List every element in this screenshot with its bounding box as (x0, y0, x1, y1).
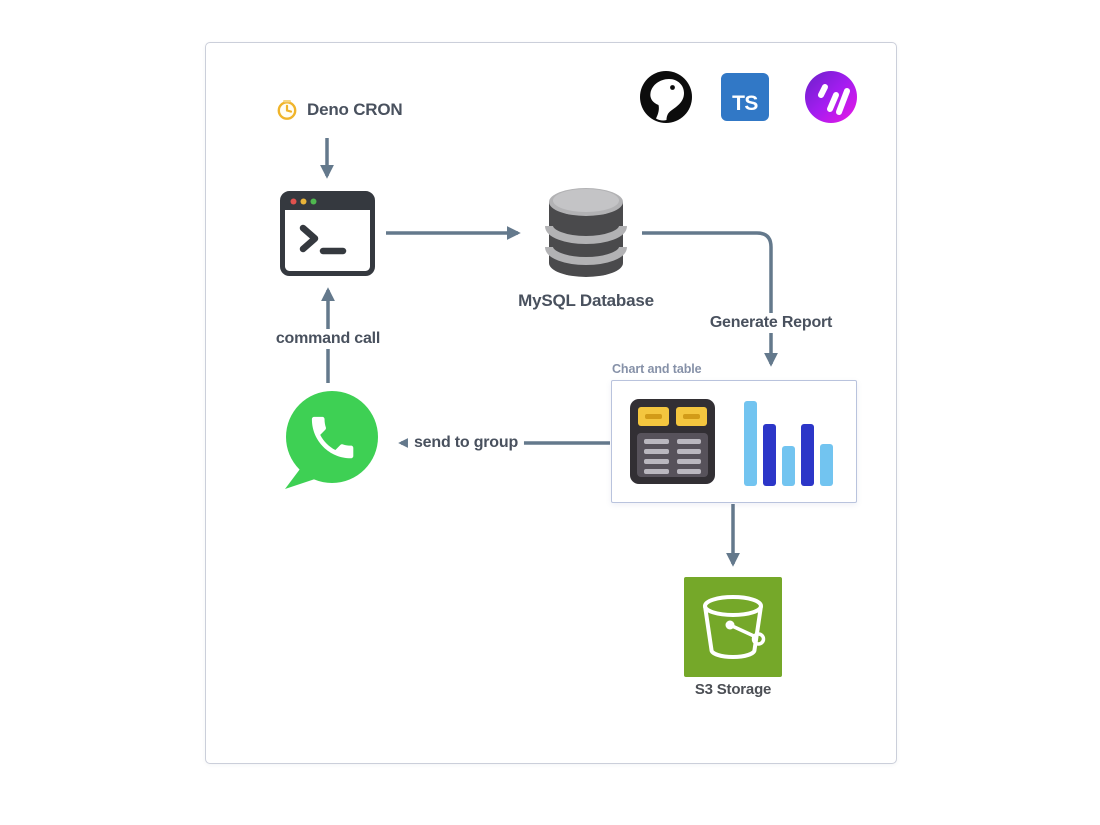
typescript-logo-text: TS (732, 92, 758, 115)
deno-cron-node: Deno CRON (276, 98, 403, 121)
whatsapp-icon (280, 389, 380, 491)
send-to-group-label: send to group (407, 433, 525, 453)
deno-cron-label: Deno CRON (307, 99, 403, 119)
table-icon (630, 399, 715, 484)
mysql-database-label: MySQL Database (518, 291, 654, 310)
deno-dinosaur-logo (640, 71, 692, 123)
table-header-cell (638, 407, 669, 426)
database-cylinder-icon (545, 186, 627, 280)
wwebjs-logo (805, 71, 857, 123)
bar (820, 443, 833, 486)
terminal-window-icon (280, 191, 375, 276)
s3-storage-label: S3 Storage (694, 681, 772, 698)
s3-bucket-icon (684, 577, 782, 677)
generate-report-label: Generate Report (703, 313, 839, 333)
typescript-logo: TS (721, 73, 769, 121)
chart-and-table-box (611, 380, 857, 503)
command-call-label: command call (269, 329, 387, 349)
clock-icon (276, 98, 298, 121)
bar (782, 445, 795, 486)
chart-box-title: Chart and table (612, 362, 702, 376)
bar (744, 400, 757, 486)
bar (801, 423, 814, 486)
bar (763, 423, 776, 486)
table-header-cell (676, 407, 707, 426)
bar-chart-icon (744, 398, 838, 486)
table-rows (637, 433, 708, 477)
